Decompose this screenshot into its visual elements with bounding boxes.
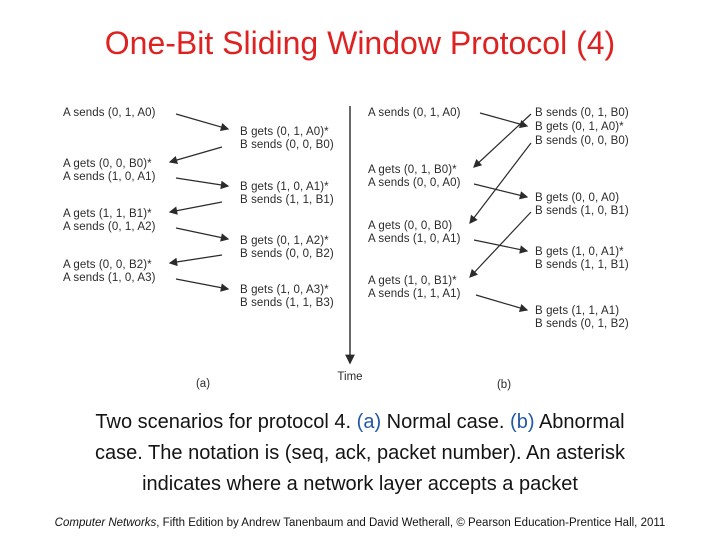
message-arrow	[175, 177, 230, 190]
message-arrow	[469, 142, 532, 225]
caption-line-1: Two scenarios for protocol 4. (a) Normal…	[20, 407, 700, 438]
diagram-label: B sends (0, 0, B0)	[240, 139, 334, 151]
message-arrow	[175, 227, 230, 242]
diagram-label: B sends (1, 1, B3)	[240, 297, 334, 309]
diagram-label: B gets (1, 1, A1)	[535, 305, 620, 317]
diagram-label: A sends (1, 1, A1)	[368, 288, 461, 300]
part-a-label: (a)	[195, 378, 211, 390]
message-arrow	[473, 183, 529, 200]
diagram-label: B gets (1, 0, A3)*	[240, 284, 329, 296]
caption-line-3: indicates where a network layer accepts …	[142, 473, 578, 495]
diagram-label: A sends (1, 0, A1)	[63, 171, 156, 183]
diagram-label: B sends (1, 0, B1)	[535, 205, 629, 217]
message-arrow	[479, 112, 529, 129]
diagram-label: B gets (0, 1, A0)*	[240, 126, 329, 138]
diagram-label: B sends (0, 0, B0)	[535, 135, 629, 147]
diagram-label: A gets (0, 0, B0)	[368, 220, 453, 232]
diagram-label: A sends (1, 0, A1)	[368, 233, 461, 245]
diagram-label: B sends (1, 1, B1)	[535, 259, 629, 271]
diagram-label: B gets (0, 1, A2)*	[240, 235, 329, 247]
caption-text: Two scenarios for protocol 4.	[95, 411, 357, 433]
message-arrow	[469, 211, 532, 278]
message-arrow	[473, 113, 532, 168]
diagram-label: B sends (1, 1, B1)	[240, 194, 334, 206]
diagram-label: B gets (1, 0, A1)*	[240, 181, 329, 193]
diagram-label: B sends (0, 1, B0)	[535, 107, 629, 119]
citation-text: , Fifth Edition by Andrew Tanenbaum and …	[156, 517, 666, 529]
diagram-label: B sends (0, 1, B2)	[535, 318, 629, 330]
diagram-label: A sends (0, 1, A0)	[63, 107, 156, 119]
diagram-label: A gets (0, 1, B0)*	[368, 164, 457, 176]
diagram-label: B gets (0, 0, A0)	[535, 192, 620, 204]
message-arrow	[473, 239, 529, 254]
caption-ref-a: (a)	[356, 411, 382, 433]
message-arrow	[175, 113, 230, 132]
message-arrow	[168, 146, 223, 165]
caption-ref-b: (b)	[510, 411, 535, 433]
diagram-label: B gets (1, 0, A1)*	[535, 246, 624, 258]
caption-text: Normal case.	[381, 411, 511, 433]
diagram-label: A sends (0, 0, A0)	[368, 177, 461, 189]
caption-line-2: case. The notation is (seq, ack, packet …	[95, 442, 625, 464]
figure-caption: Two scenarios for protocol 4. (a) Normal…	[20, 407, 700, 500]
diagram-label: B gets (0, 1, A0)*	[535, 121, 624, 133]
book-title: Computer Networks	[54, 517, 157, 529]
diagram-label: A gets (1, 1, B1)*	[63, 208, 152, 220]
diagram-label: A gets (0, 0, B0)*	[63, 158, 152, 170]
part-b-label: (b)	[496, 379, 512, 391]
diagram-label: A sends (1, 0, A3)	[63, 272, 156, 284]
message-arrow	[168, 201, 223, 215]
footer-citation: Computer Networks, Fifth Edition by Andr…	[0, 517, 720, 529]
message-arrow	[168, 254, 223, 267]
time-axis-label: Time	[337, 371, 363, 383]
message-arrow	[475, 294, 529, 313]
diagram-label: A gets (0, 0, B2)*	[63, 259, 152, 271]
caption-text: Abnormal	[534, 411, 625, 433]
diagram-label: B sends (0, 0, B2)	[240, 248, 334, 260]
message-arrow	[175, 278, 230, 292]
diagram-label: A sends (0, 1, A2)	[63, 221, 156, 233]
page-title: One-Bit Sliding Window Protocol (4)	[104, 25, 616, 61]
diagram-label: A gets (1, 0, B1)*	[368, 275, 457, 287]
diagram-label: A sends (0, 1, A0)	[368, 107, 461, 119]
